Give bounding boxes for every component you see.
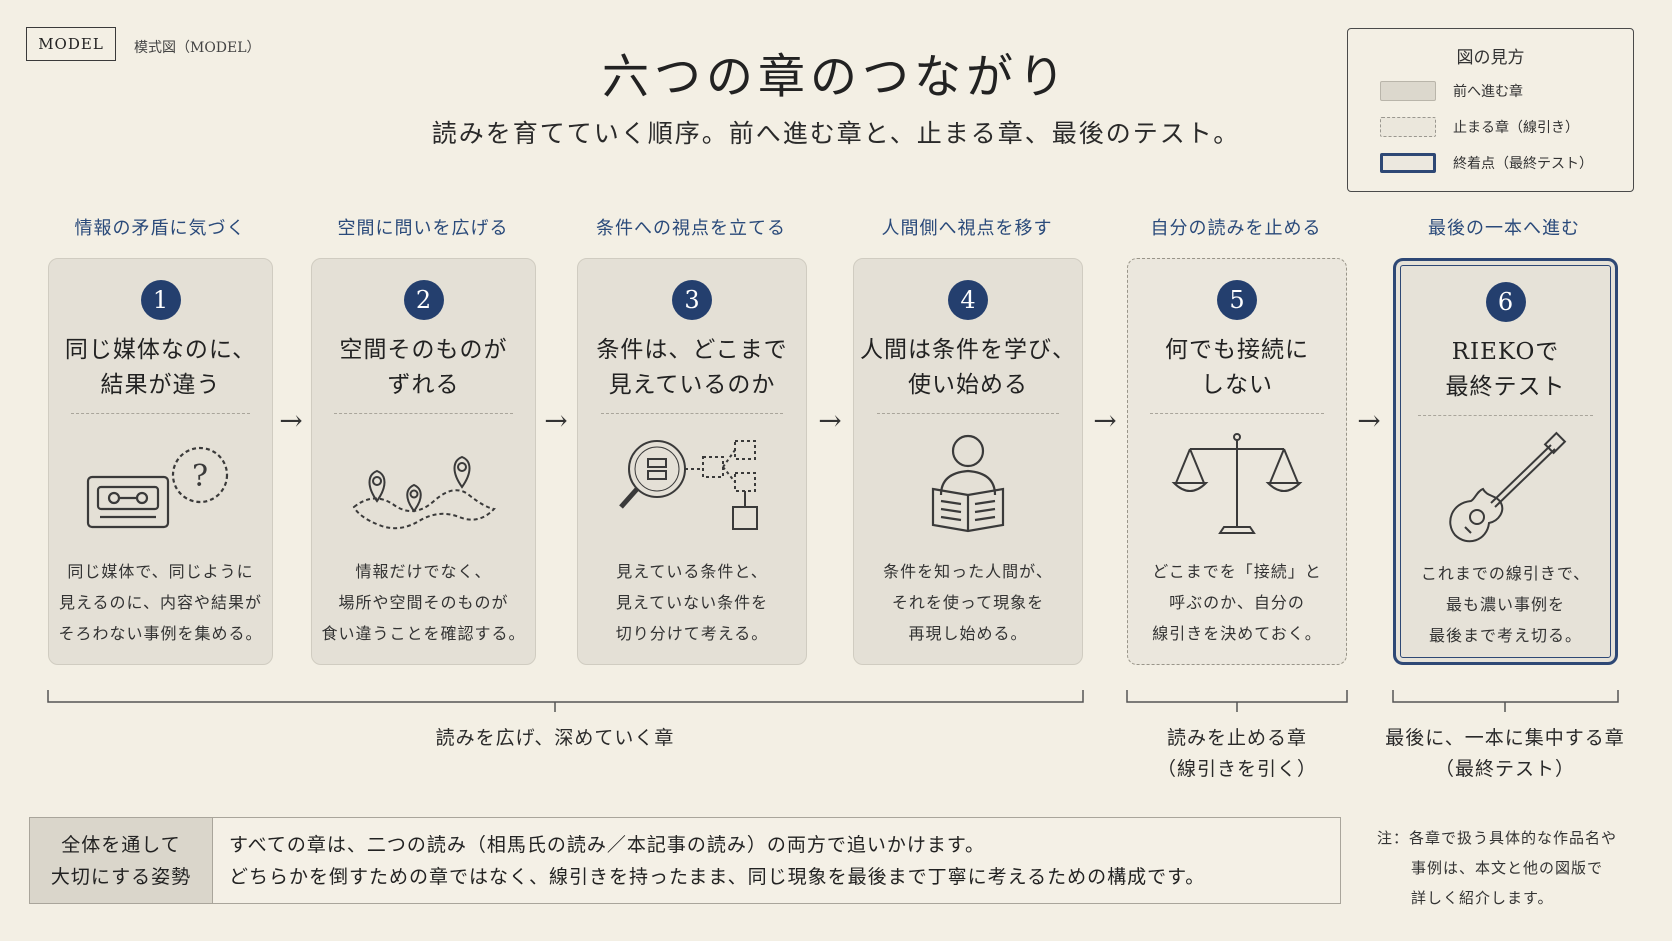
arrow-right-icon: → [544,404,568,437]
chapter-number: 2 [403,280,444,320]
balance-scale-icon [1171,433,1303,534]
model-badge: MODEL [26,27,116,61]
chapter-heading-2: 空間に問いを広げる [337,218,509,239]
attitude-text: すべての章は、二つの読み（相馬氏の読み／本記事の読み）の両方で追いかけます。どち… [229,833,1206,888]
chapter-heading-6: 最後の一本へ進む [1428,218,1580,239]
chapter-description: どこまでを「接続」と呼ぶのか、自分の線引きを決めておく。 [1152,562,1322,643]
legend-title: 図の見方 [1456,48,1525,68]
chapter-heading-5: 自分の読みを止める [1150,218,1322,239]
chapter-description: 情報だけでなく、場所や空間そのものが食い違うことを確認する。 [321,562,526,643]
chapter-description: これまでの線引きで、最も濃い事例を最後まで考え切る。 [1420,564,1591,645]
chapter-number: 6 [1485,282,1526,322]
group-label-stop: 読みを止める章（線引きを引く） [1156,727,1317,780]
bracket-forward [47,690,1084,703]
chapter-title: 空間そのものがずれる [339,337,508,398]
chapter-heading-3: 条件への視点を立てる [596,218,786,239]
chapter-description: 同じ媒体で、同じように見えるのに、内容や結果がそろわない事例を集める。 [58,562,263,643]
arrow-right-icon: → [1357,404,1381,437]
chapter-card-2: 2 空間そのものがずれる 情報だけでなく、場所や空間そのものが食い違うことを確認… [311,258,536,665]
model-caption: 模式図（MODEL） [134,40,261,56]
chapter-card-1: 1 同じ媒体なのに、結果が違う ? 同じ媒体で、同じように見えるのに、内容や結果… [48,258,273,665]
chapter-number: 4 [948,280,988,320]
attitude-box: 全体を通して大切にする姿勢 すべての章は、二つの読み（相馬氏の読み／本記事の読み… [29,817,1341,904]
chapter-title: 何でも接続にしない [1165,337,1309,398]
page-title: 六つの章のつながり [602,50,1070,105]
chapter-number: 1 [140,280,181,320]
legend-label: 終着点（最終テスト） [1453,156,1593,172]
chapter-card-3: 3 条件は、どこまで見えているのか 見えている条件と、見えていない条件を切り分け… [577,258,807,665]
legend-item-final: 終着点（最終テスト） [1380,153,1593,173]
bracket-final [1392,690,1619,703]
legend-item-stop: 止まる章（線引き） [1380,117,1579,137]
divider [334,413,513,414]
bracket-stop [1126,690,1348,703]
legend-swatch-dashed [1380,117,1436,137]
svg-text:?: ? [192,459,208,494]
arrow-right-icon: → [1093,404,1117,437]
group-label-forward: 読みを広げ、深めていく章 [435,727,675,749]
magnifier-flow-icon [619,440,758,530]
legend-swatch-solid [1380,81,1436,101]
chapter-heading-1: 情報の矛盾に気づく [74,218,246,239]
arrow-right-icon: → [818,404,842,437]
chapter-heading-4: 人間側へ視点を移す [881,218,1053,239]
legend-swatch-final [1380,153,1436,173]
chapter-description: 条件を知った人間が、それを使って現象を再現し始める。 [883,562,1053,643]
arrow-right-icon: → [279,404,303,437]
chapter-number: 5 [1217,280,1257,320]
person-reading-icon [931,434,1005,533]
chapter-card-6: 6 RIEKOで最終テスト これまでの線引きで、最も濃い事例を最後まで考え切る。 [1393,258,1618,665]
group-label-final: 最後に、一本に集中する章（最終テスト） [1385,727,1625,780]
chapter-title: RIEKOで最終テスト [1445,339,1566,400]
legend: 図の見方 前へ進む章 止まる章（線引き） 終着点（最終テスト） [1347,28,1634,192]
page-subtitle: 読みを育てていく順序。前へ進む章と、止まる章、最後のテスト。 [431,119,1241,148]
guitar-icon [1448,431,1566,543]
map-pins-icon [352,455,496,530]
group-brackets [47,690,1619,712]
divider [876,413,1060,414]
chapter-number: 3 [672,280,712,320]
chapter-card-4: 4 人間は条件を学び、使い始める 条件を知った人間が、それを使って現象を再現し始… [853,258,1083,665]
attitude-label: 全体を通して大切にする姿勢 [30,818,213,903]
divider [71,413,250,414]
divider [1149,413,1325,414]
divider [600,413,784,414]
chapter-title: 条件は、どこまで見えているのか [596,337,788,398]
chapter-title: 人間は条件を学び、使い始める [860,337,1076,398]
cassette-question-icon: ? [86,446,228,529]
divider [1417,415,1594,416]
chapter-card-5: 5 何でも接続にしない どこまでを「接続」と呼ぶのか、自分の線引きを決めておく。 [1127,258,1347,665]
legend-item-forward: 前へ進む章 [1380,81,1523,101]
chapter-title: 同じ媒体なのに、結果が違う [64,337,257,398]
legend-label: 前へ進む章 [1453,84,1523,100]
footnote: 注：各章で扱う具体的な作品名や 事例は、本文と他の図版で 詳しく紹介します。 [1377,829,1618,907]
chapter-description: 見えている条件と、見えていない条件を切り分けて考える。 [615,562,769,643]
legend-label: 止まる章（線引き） [1453,120,1579,136]
